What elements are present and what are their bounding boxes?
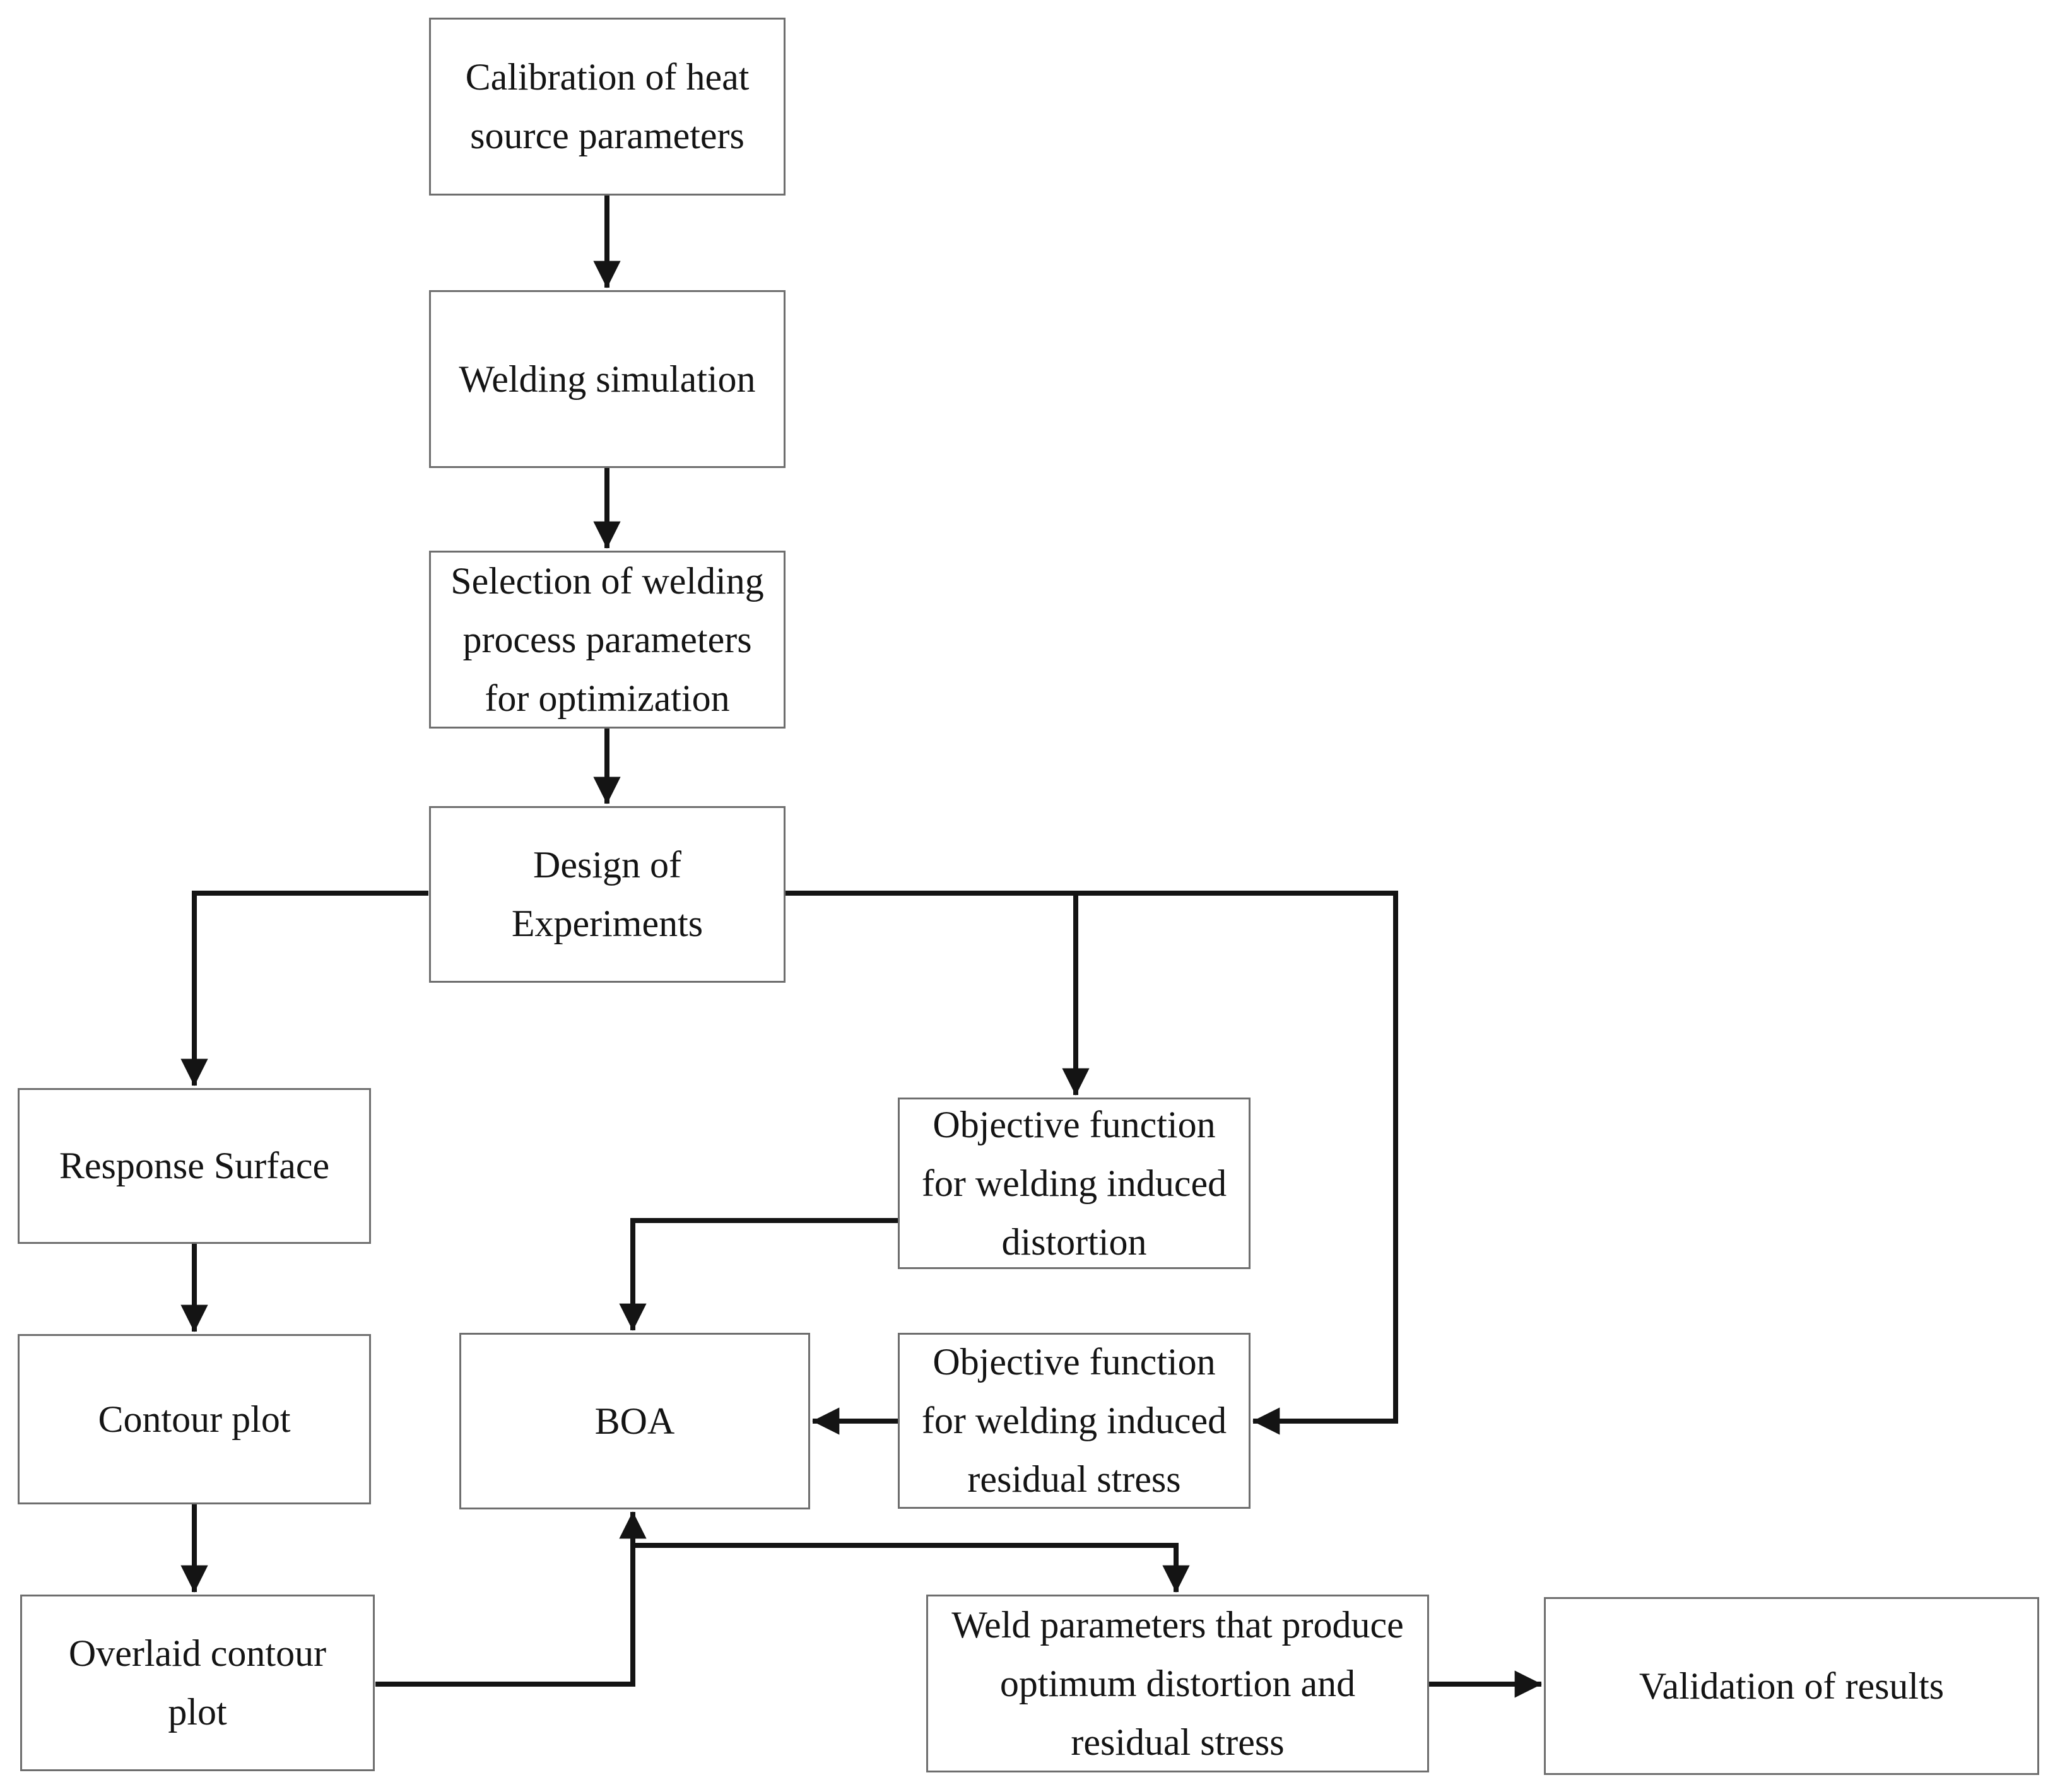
edge-doe-to-objective-residual-stress — [786, 891, 1398, 1435]
edge-doe-to-response-surface — [180, 891, 428, 1086]
node-selection-welding-process-parameters: Selection of welding process parameters … — [429, 551, 786, 729]
node-calibration-heat-source-parameters: Calibration of heat source parameters — [429, 18, 786, 196]
node-contour-plot: Contour plot — [18, 1334, 371, 1504]
node-design-of-experiments: Design of Experiments — [429, 806, 786, 983]
node-boa: BOA — [459, 1333, 810, 1509]
node-objective-function-residual-stress: Objective function for welding induced r… — [898, 1333, 1251, 1509]
node-objective-function-distortion: Objective function for welding induced d… — [898, 1098, 1251, 1269]
edge-objective-distortion-to-boa — [619, 1218, 898, 1331]
node-response-surface: Response Surface — [18, 1088, 371, 1244]
edge-boa-to-weld-parameters — [633, 1543, 1190, 1593]
node-validation-of-results: Validation of results — [1544, 1597, 2039, 1775]
node-welding-simulation: Welding simulation — [429, 290, 786, 468]
node-weld-parameters-optimum: Weld parameters that produce optimum dis… — [926, 1595, 1429, 1772]
edge-overlaid-contour-to-boa — [375, 1511, 647, 1687]
node-overlaid-contour-plot: Overlaid contour plot — [20, 1595, 375, 1771]
